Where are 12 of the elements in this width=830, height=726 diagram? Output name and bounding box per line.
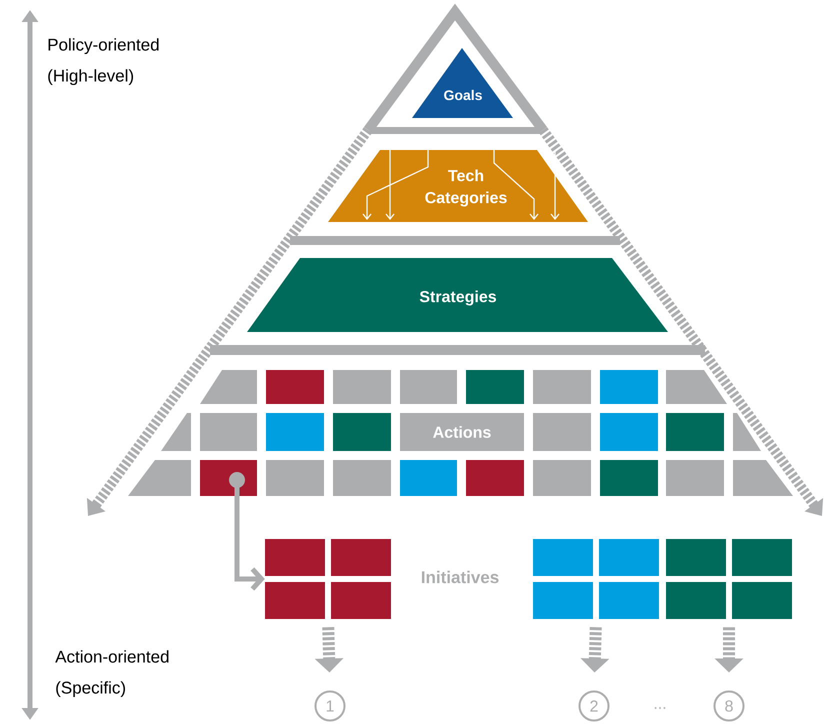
goals-triangle: Goals (412, 48, 513, 118)
initiative-block (265, 539, 391, 619)
group-label: Initiatives (422, 570, 499, 584)
ellipsis: ... (654, 707, 666, 709)
actions-cell: Actions (400, 413, 524, 451)
initiative-block (666, 539, 792, 619)
initiative-block (533, 539, 659, 619)
arrow (229, 472, 265, 591)
axis-label: Action-oriented (Specific) (55, 650, 168, 698)
tech-categories-trapezoid: Tech Categories (328, 150, 588, 222)
strategies-trapezoid: Strategies (247, 258, 668, 332)
axis-label: Policy-oriented (High-level) (48, 38, 159, 86)
